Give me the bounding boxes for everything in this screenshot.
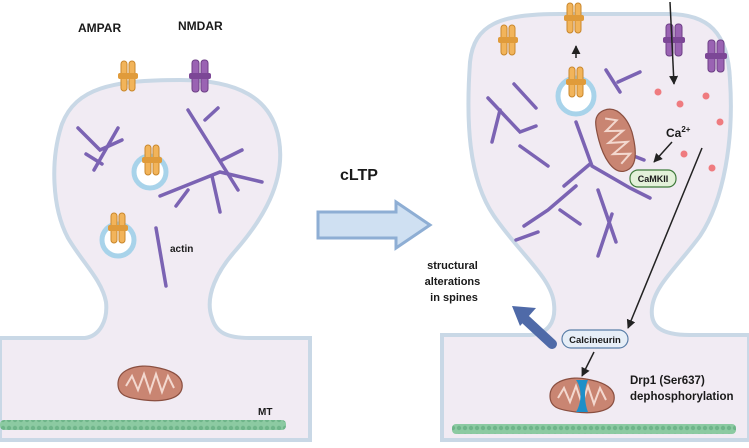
- actin-filaments-right: [486, 68, 652, 258]
- structural-line-2: alterations: [425, 276, 481, 288]
- calcineurin-box: [561, 329, 629, 349]
- drp1-line-1: Drp1 (Ser637): [630, 375, 705, 387]
- actin-filaments-left: [76, 106, 264, 288]
- calcineurin-to-drp1-arrow: [581, 351, 595, 377]
- structural-alterations-arrow: [512, 306, 557, 349]
- camkii-label: CaMKII: [638, 174, 669, 184]
- actin-label: actin: [170, 244, 193, 255]
- structural-line-1: structural: [427, 260, 478, 272]
- vesicle-left-2: [99, 212, 137, 259]
- right-spine-membrane: [440, 12, 749, 442]
- calcium-text: Ca: [666, 126, 682, 140]
- structural-alterations-label: structural alterations in spines: [425, 260, 484, 304]
- drp1-line-2: dephosphorylation: [630, 391, 734, 403]
- camkii-box: [629, 169, 677, 188]
- structural-line-3: in spines: [430, 292, 478, 304]
- cltp-label: cLTP: [340, 167, 378, 184]
- vesicle-right: [555, 66, 597, 117]
- calcium-label: Ca2+: [666, 125, 691, 140]
- ca-to-camkii-arrow: [653, 141, 673, 163]
- dividing-mitochondrion: [549, 377, 616, 414]
- calcium-superscript: 2+: [681, 125, 690, 134]
- drp1-label: Drp1 (Ser637) dephosphorylation: [630, 375, 734, 403]
- calcium-ions: [654, 88, 724, 172]
- ca-to-calcineurin-arrow: [626, 147, 703, 329]
- cltp-arrow: [316, 199, 433, 251]
- calcium-influx-arrow: [669, 1, 679, 85]
- ampar-label: AMPAR: [78, 21, 121, 35]
- vesicle-left-1: [131, 144, 169, 191]
- microtubule-left: [0, 420, 286, 430]
- microtubule-right: [452, 424, 736, 434]
- calcineurin-label: Calcineurin: [569, 335, 621, 346]
- nmdar-label: NMDAR: [178, 19, 223, 33]
- mt-label: MT: [258, 407, 272, 418]
